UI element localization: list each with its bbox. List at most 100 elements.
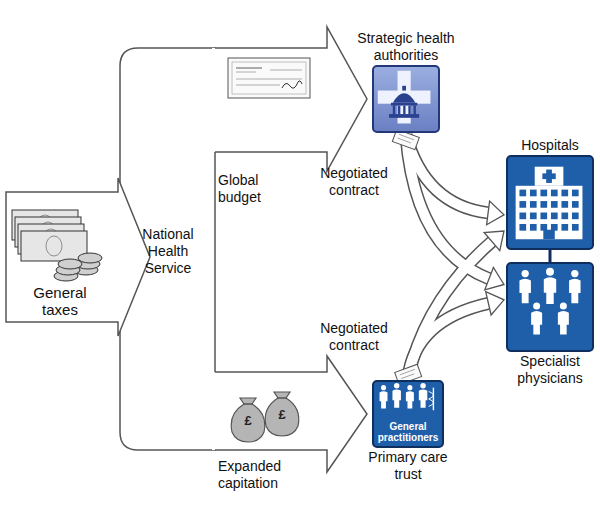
drawing-part xyxy=(282,81,302,88)
drawing-part xyxy=(236,79,302,80)
node-caption: General practitioners xyxy=(375,421,441,443)
funding-arrow-fill xyxy=(212,356,367,472)
cheque-icon xyxy=(228,58,310,98)
drawing-part xyxy=(572,213,579,220)
drawing-part xyxy=(381,385,386,390)
contract-arrow-outlines xyxy=(406,135,492,378)
drawing-part xyxy=(391,103,417,106)
drawing-part xyxy=(419,390,427,408)
drawing-part xyxy=(561,224,568,231)
drawing-part xyxy=(551,213,558,220)
contract-arrow xyxy=(408,242,492,378)
drawing-part xyxy=(540,190,547,197)
drawing-part xyxy=(398,106,400,114)
drawing-part xyxy=(228,58,310,98)
drawing-part xyxy=(571,270,578,277)
contract-arrow-fill xyxy=(408,303,488,378)
drawing-part xyxy=(408,106,410,114)
drawing-part xyxy=(543,230,554,240)
drawing-part xyxy=(402,86,406,91)
drawing-part xyxy=(530,224,537,231)
drawing-part xyxy=(572,224,579,231)
funding-arrow-outline xyxy=(215,27,367,171)
drawing-part xyxy=(519,279,530,304)
drawing-part xyxy=(540,213,547,220)
drawing-part xyxy=(433,388,434,411)
drawing-part xyxy=(393,93,416,102)
drawing-part xyxy=(516,186,583,239)
drawing-part xyxy=(232,62,306,94)
authority-box: Strategic health authorities xyxy=(372,65,440,133)
drawing-part xyxy=(561,201,568,208)
drawing-part xyxy=(429,391,434,406)
icon-shapes xyxy=(519,268,580,335)
drawing-part xyxy=(546,268,554,276)
icon-shapes xyxy=(12,210,102,281)
node-caption: Primary care trust xyxy=(363,449,453,483)
drawing-part xyxy=(519,190,526,197)
drawing-part xyxy=(551,224,558,231)
drawing-part xyxy=(519,201,526,208)
drawing-part xyxy=(380,391,388,408)
drawing-part xyxy=(389,114,419,118)
node-label: Specialist physicians xyxy=(500,353,600,387)
drawing-part xyxy=(519,224,526,231)
funding-arrow xyxy=(6,178,150,336)
funding-arrow-outline xyxy=(215,356,367,472)
primary-care-box: General practitionersPrimary care trust xyxy=(372,380,444,448)
drawing-part xyxy=(572,201,579,208)
arrow-head xyxy=(484,231,504,251)
drawing-part xyxy=(398,138,411,143)
node-icon xyxy=(374,67,438,131)
drawing-part xyxy=(401,374,414,379)
drawing-part xyxy=(542,173,555,179)
link-line xyxy=(549,250,552,262)
node-icon xyxy=(508,157,592,248)
edge-label: Global budget xyxy=(218,172,298,206)
drawing-part xyxy=(393,106,395,114)
drawing-part xyxy=(58,259,82,269)
drawing-part xyxy=(231,398,265,442)
edge-label: Negotiated contract xyxy=(310,320,398,354)
drawing-part xyxy=(378,91,431,104)
drawing-part xyxy=(540,224,547,231)
drawing-part xyxy=(236,67,262,68)
revenue-source: General taxes xyxy=(8,200,112,320)
drawing-part xyxy=(407,385,412,390)
drawing-part xyxy=(531,311,542,335)
drawing-part xyxy=(400,369,415,374)
drawing-part xyxy=(78,253,102,263)
icon-shapes xyxy=(380,383,434,410)
drawing-part xyxy=(236,72,256,73)
node-label: General taxes xyxy=(24,284,96,318)
drawing-part xyxy=(561,190,568,197)
drawing-part xyxy=(530,213,537,220)
drawing-part xyxy=(530,201,537,208)
drawing-part xyxy=(551,190,558,197)
currency-sign: £ xyxy=(274,407,290,422)
drawing-part xyxy=(544,277,556,304)
drawing-part xyxy=(403,106,405,114)
funding-body: National Health Service xyxy=(120,48,215,450)
funding-arrow xyxy=(212,27,367,171)
drawing-part xyxy=(243,403,253,405)
drawing-part xyxy=(406,391,414,408)
drawing-part xyxy=(394,383,399,388)
contract-arrow-fills xyxy=(406,135,492,378)
node-label: Strategic health authorities xyxy=(351,30,461,64)
drawing-part xyxy=(535,167,564,186)
drawing-part xyxy=(560,303,567,310)
drawing-part xyxy=(519,213,526,220)
drawing-part xyxy=(265,392,299,436)
drawing-part xyxy=(540,201,547,208)
drawing-part xyxy=(533,303,540,310)
drawing-part xyxy=(522,270,529,277)
icon-shapes xyxy=(378,71,431,124)
edge-label: Negotiated contract xyxy=(310,165,398,199)
arrow-head xyxy=(485,268,504,290)
drawing-part xyxy=(270,70,302,71)
arrow-head xyxy=(486,292,504,315)
hospital-box: Hospitals xyxy=(506,155,594,250)
money-bag-icon xyxy=(231,392,299,442)
drawing-part xyxy=(569,279,580,304)
